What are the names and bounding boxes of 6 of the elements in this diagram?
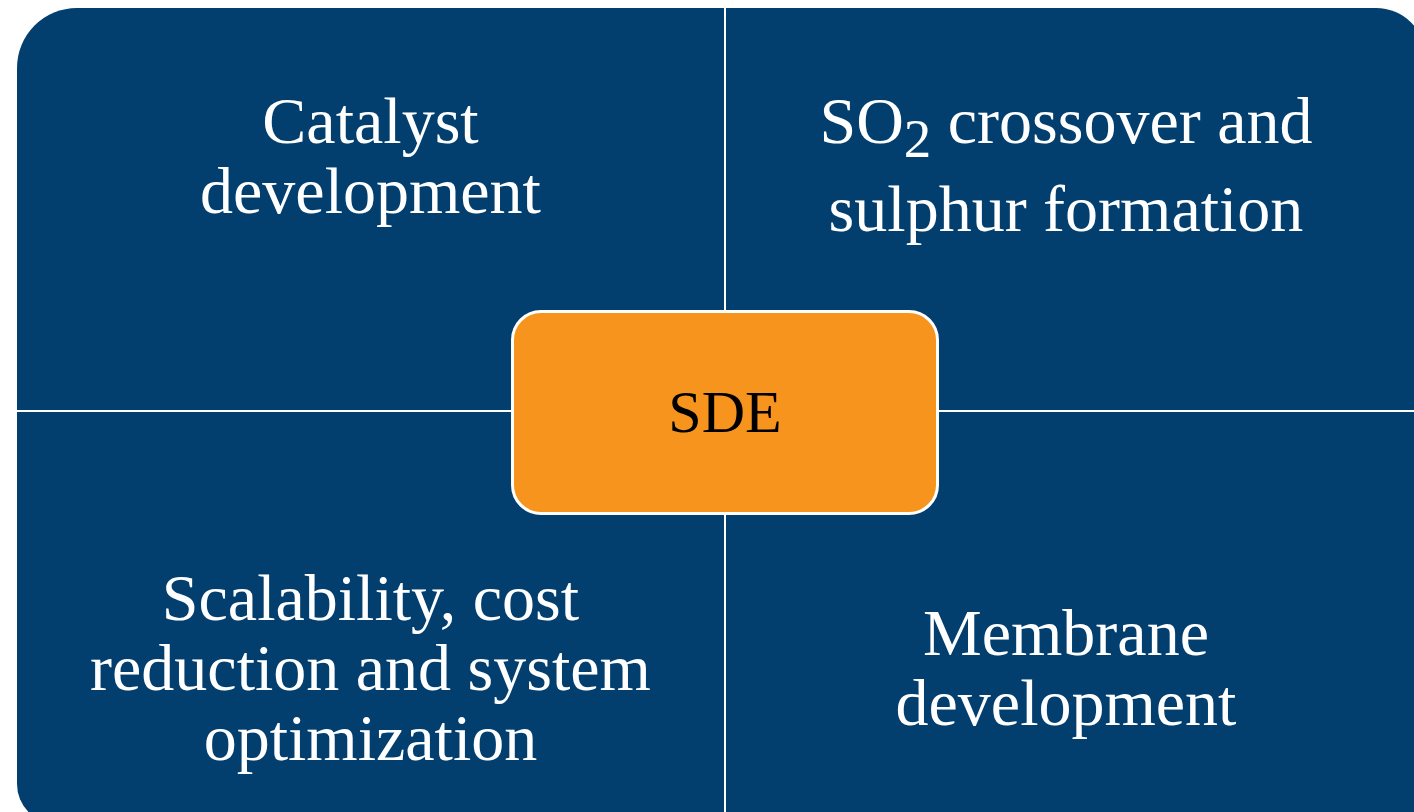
quadrant-title: Catalyst development xyxy=(199,86,542,226)
center-box xyxy=(511,310,939,515)
quadrant-title: SO$_{2}$ crossover and sulphur formation xyxy=(818,86,1314,245)
center-label: SDE xyxy=(668,378,782,447)
quadrant-title: Scalability, cost reduction and system optimization xyxy=(89,563,652,773)
quadrant-title: Membrane development xyxy=(894,598,1238,738)
